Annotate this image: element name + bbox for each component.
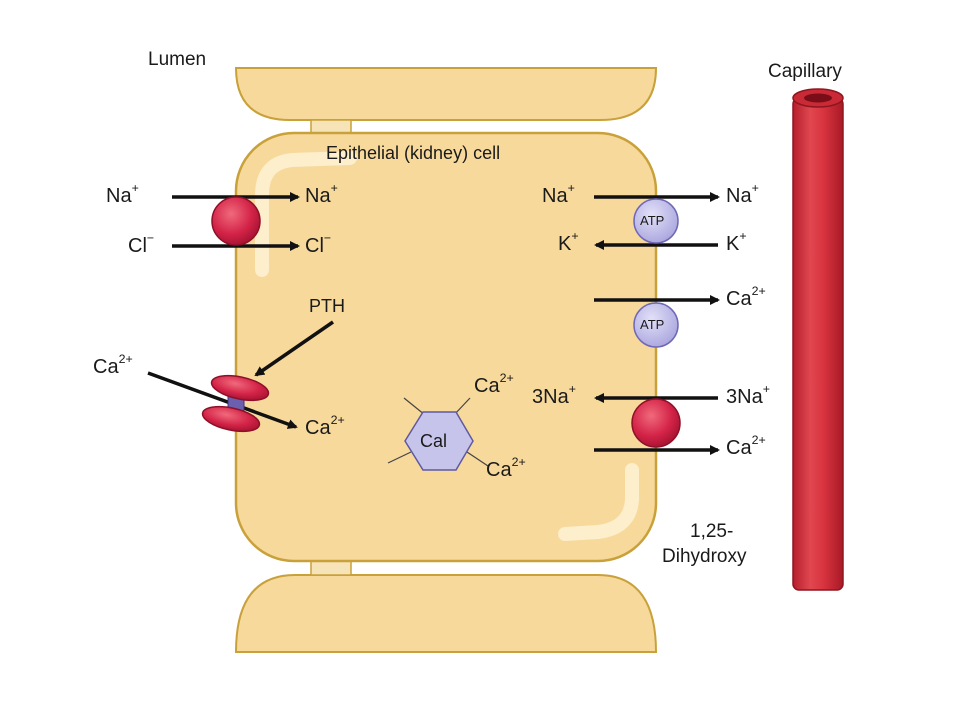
vitamin-d-label-line1: 1,25- [690,521,734,542]
ca-cell-left-label: Ca2+ [305,413,345,439]
capillary-label: Capillary [768,61,842,82]
vitamin-d-label-line2: Dihydroxy [662,546,747,567]
cl-lumen-label: Cl− [128,231,155,257]
lumen-label: Lumen [148,49,207,70]
atp-top-label: ATP [640,213,665,228]
ca-lumen-label: Ca2+ [93,352,133,378]
ca-entry-arrow [147,371,298,429]
ca-channel-top [210,374,270,402]
na-ca-exchanger [631,398,681,448]
na-blood-label: Na+ [726,181,759,207]
pth-label: PTH [309,296,345,316]
cell-label: Epithelial (kidney) cell [326,143,501,163]
na3-blood-label: 3Na+ [726,382,770,408]
ca-cal-top-label: Ca2+ [474,371,514,397]
pth-arrow [254,320,334,377]
cell-highlight-right [558,463,639,541]
na-cell-left-label: Na+ [305,181,338,207]
cal-binding-line-br [466,451,489,467]
na-k-atpase [633,198,679,244]
ca-channel-bottom [201,405,261,433]
cl-cell-left-label: Cl− [305,231,332,257]
nacl-cotransporter [211,196,261,246]
atp-bottom-label: ATP [640,317,665,332]
k-cell-right-label: K+ [558,229,579,255]
na3-cell-label: 3Na+ [532,382,576,408]
capillary-lumen [804,93,832,103]
ca-atpase [633,302,679,348]
calbindin-label: Cal [420,431,448,451]
cal-binding-line-tl [403,397,426,416]
calbindin-hexagon [404,411,474,471]
cell-highlight-left [255,151,357,277]
ca-blood-atp-label: Ca2+ [726,284,766,310]
k-blood-label: K+ [726,229,747,255]
na-lumen-label: Na+ [106,181,139,207]
na-cell-right-label: Na+ [542,181,575,207]
ca-cal-bottom-label: Ca2+ [486,455,526,481]
upper-neighbor-cell [234,67,658,121]
ca-blood-exchange-label: Ca2+ [726,433,766,459]
cal-binding-line-bl [387,451,412,464]
capillary-tube [792,97,844,591]
lower-neighbor-cell [234,574,658,653]
